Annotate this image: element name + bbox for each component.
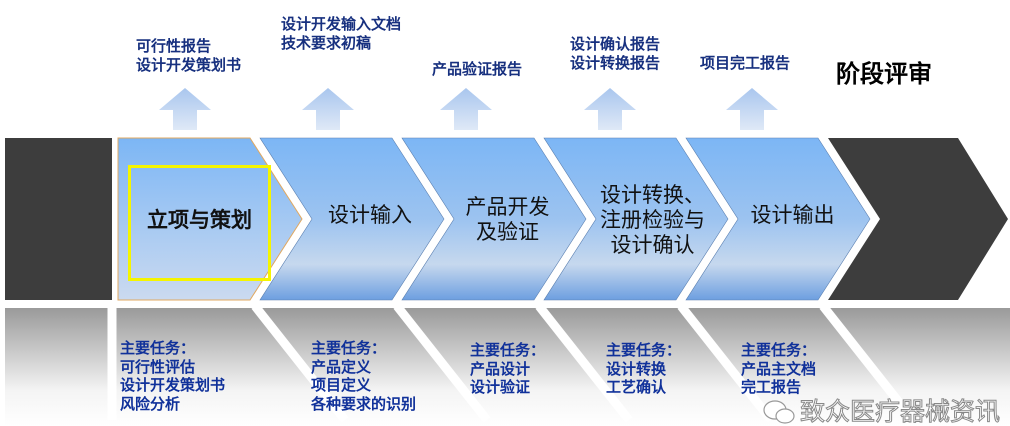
task-item: 完工报告	[741, 378, 802, 396]
watermark: 致众医疗器械资讯	[762, 397, 1001, 426]
watermark-text: 致众医疗器械资讯	[799, 397, 1001, 426]
task-block-5: 主要任务： 产品主文档 完工报告	[741, 341, 816, 397]
task-item: 设计开发策划书	[120, 376, 226, 394]
task-title: 主要任务：	[741, 341, 817, 359]
chevron-stage-5	[685, 137, 871, 301]
deliverable-line: 设计开发输入文档	[281, 15, 402, 33]
up-arrow-icon	[302, 88, 354, 130]
stage-label-2: 设计输入	[328, 202, 412, 227]
task-item: 产品设计	[470, 359, 531, 378]
chevron-stage-3	[401, 137, 587, 301]
task-block-1: 主要任务： 可行性评估 设计开发策划书 风险分析	[120, 339, 225, 413]
stage-label-3: 产品开发 及验证	[465, 195, 550, 244]
task-block-2: 主要任务： 产品定义 项目定义 各种要求的识别	[311, 339, 416, 413]
chevron-stage-2	[259, 137, 445, 301]
deliverable-line: 项目完工报告	[700, 54, 791, 72]
deliverable-line: 技术要求初稿	[281, 34, 372, 52]
deliverable-4: 设计确认报告设计转换报告	[570, 35, 660, 73]
task-item: 项目定义	[311, 376, 372, 394]
deliverable-2: 设计开发输入文档技术要求初稿	[281, 15, 401, 53]
deliverable-5: 项目完工报告	[700, 54, 790, 73]
task-item: 可行性评估	[120, 357, 196, 376]
reflection-dividers	[107, 303, 917, 423]
task-item: 各种要求的识别	[311, 394, 417, 413]
task-item: 设计验证	[470, 378, 531, 396]
deliverable-line: 设计开发策划书	[136, 56, 242, 74]
chevron-review	[828, 138, 1008, 300]
chevron-stage-4	[543, 137, 729, 301]
deliverable-line: 设计转换报告	[570, 54, 661, 72]
deliverable-line: 设计确认报告	[570, 35, 661, 53]
stage-label-1: 立项与策划	[147, 207, 252, 232]
up-arrow-icon	[159, 88, 211, 130]
task-item: 风险分析	[120, 394, 181, 413]
left-dark-block	[5, 138, 112, 300]
stage-label-4: 设计转换、 注册检验与 设计确认	[600, 182, 705, 257]
deliverable-3: 产品验证报告	[432, 60, 522, 79]
task-title: 主要任务：	[120, 339, 196, 357]
task-item: 产品定义	[311, 357, 372, 376]
deliverable-line: 产品验证报告	[432, 60, 523, 78]
chevron-stage-1	[117, 137, 303, 301]
task-block-3: 主要任务： 产品设计 设计验证	[470, 341, 545, 397]
task-title: 主要任务：	[606, 341, 682, 359]
task-block-4: 主要任务： 设计转换 工艺确认	[606, 341, 681, 397]
stage-label-5: 设计输出	[750, 202, 835, 227]
task-title: 主要任务：	[470, 341, 546, 359]
deliverable-1: 可行性报告设计开发策划书	[136, 37, 241, 75]
up-arrow-icon	[584, 88, 636, 130]
task-item: 产品主文档	[741, 359, 817, 378]
task-item: 工艺确认	[606, 378, 667, 396]
review-label: 阶段评审	[836, 60, 932, 88]
task-title: 主要任务：	[311, 339, 387, 357]
wechat-icon	[763, 400, 795, 424]
task-item: 设计转换	[606, 359, 667, 378]
deliverable-line: 可行性报告	[136, 37, 212, 55]
up-arrow-icon	[440, 88, 492, 130]
highlight-box	[128, 165, 271, 281]
up-arrow-icon	[726, 88, 778, 130]
